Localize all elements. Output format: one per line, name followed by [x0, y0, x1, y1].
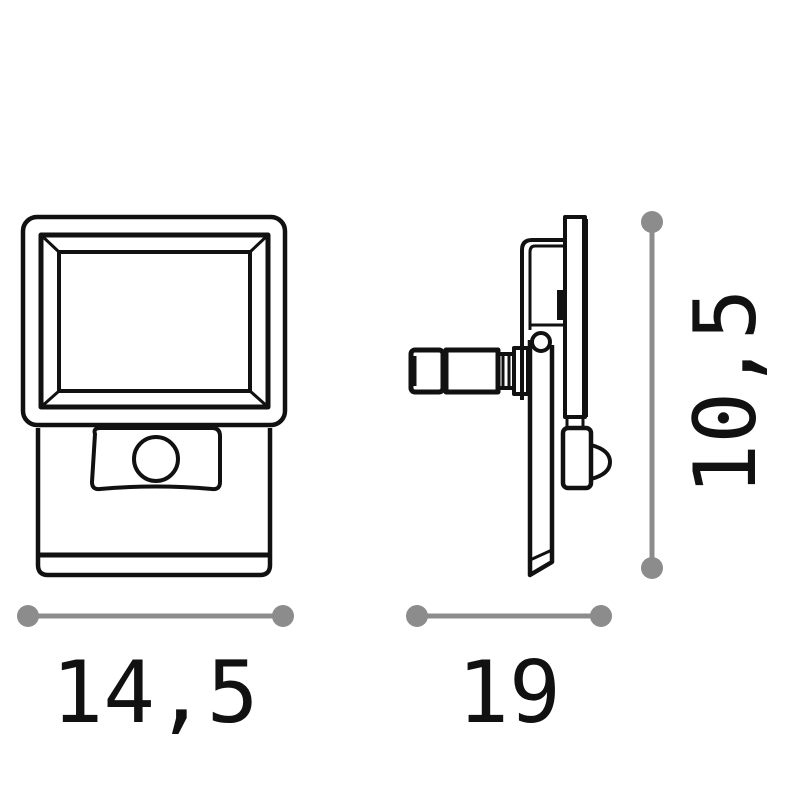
housing-outline — [20, 214, 288, 428]
dimension-depth-label: 19 — [457, 643, 561, 743]
sensor-lens — [132, 435, 180, 483]
cable-gland — [408, 346, 530, 396]
dimension-height: 10,5 — [641, 211, 776, 579]
pivot-joint — [530, 331, 552, 353]
side-sensor-housing — [560, 425, 594, 491]
front-view — [20, 214, 288, 578]
mount-arm — [527, 340, 555, 578]
bracket-body — [35, 428, 273, 578]
side-view — [408, 215, 612, 578]
dimension-height-label: 10,5 — [676, 288, 776, 495]
sensor-housing — [90, 426, 222, 492]
dimension-width-label: 14,5 — [51, 643, 258, 743]
dimension-depth: 19 — [406, 605, 612, 743]
dimension-width: 14,5 — [17, 605, 294, 743]
lens-frame-outer — [38, 232, 271, 410]
lens-inner — [57, 250, 252, 393]
side-sensor-dome — [590, 443, 612, 481]
